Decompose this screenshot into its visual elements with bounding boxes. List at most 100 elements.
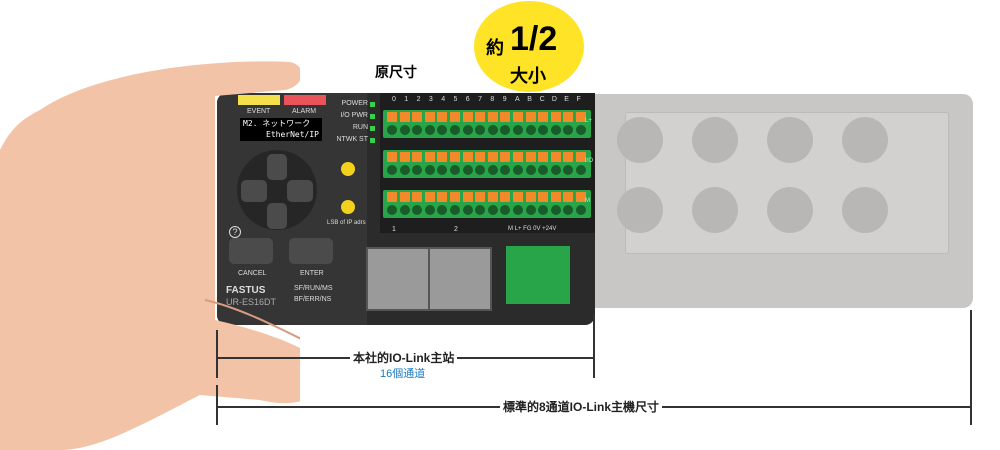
callout-suffix: 大小 bbox=[510, 66, 546, 86]
wire-hole bbox=[563, 165, 574, 175]
spring-release-pin[interactable] bbox=[399, 192, 410, 202]
spring-release-pin[interactable] bbox=[538, 112, 549, 122]
spring-release-pin[interactable] bbox=[475, 112, 486, 122]
spring-release-pin[interactable] bbox=[437, 112, 448, 122]
status-led-label: POWER bbox=[341, 100, 368, 107]
cancel-button[interactable] bbox=[229, 238, 273, 264]
spring-release-pin[interactable] bbox=[387, 192, 397, 202]
spring-release-pin[interactable] bbox=[525, 192, 536, 202]
spring-release-pin[interactable] bbox=[525, 112, 536, 122]
spring-release-pin[interactable] bbox=[437, 152, 448, 162]
wire-hole bbox=[500, 165, 511, 175]
wire-hole bbox=[487, 125, 498, 135]
spring-release-pin[interactable] bbox=[513, 192, 523, 202]
wire-hole bbox=[538, 165, 549, 175]
dim-tick-left-1 bbox=[216, 330, 218, 378]
channel-number: 3 bbox=[428, 96, 433, 103]
wire-hole bbox=[437, 125, 448, 135]
spring-release-pin[interactable] bbox=[475, 192, 486, 202]
wire-hole bbox=[487, 165, 498, 175]
wire-hole bbox=[550, 165, 561, 175]
spring-release-pin[interactable] bbox=[399, 152, 410, 162]
wire-hole bbox=[475, 165, 486, 175]
spring-release-pin[interactable] bbox=[500, 152, 511, 162]
spring-release-pin[interactable] bbox=[525, 152, 536, 162]
ethernet-port-1[interactable] bbox=[366, 247, 430, 311]
wire-hole bbox=[538, 205, 549, 215]
spring-release-pin[interactable] bbox=[513, 152, 523, 162]
cancel-label: CANCEL bbox=[238, 270, 267, 277]
spring-release-pin[interactable] bbox=[412, 192, 423, 202]
enter-label: ENTER bbox=[300, 270, 324, 277]
model-number: UR-ES16DT bbox=[226, 297, 277, 307]
spring-release-pin[interactable] bbox=[487, 192, 498, 202]
wire-hole bbox=[437, 165, 448, 175]
spring-release-pin[interactable] bbox=[462, 192, 473, 202]
standard-port-hole bbox=[617, 187, 663, 233]
spring-release-pin[interactable] bbox=[450, 152, 460, 162]
dim-tick-right-1 bbox=[593, 315, 595, 378]
spring-release-pin[interactable] bbox=[563, 152, 574, 162]
standard-port-hole bbox=[767, 117, 813, 163]
ethernet-port-2[interactable] bbox=[428, 247, 492, 311]
spring-release-pin[interactable] bbox=[437, 192, 448, 202]
half-size-callout bbox=[474, 1, 584, 92]
wire-hole bbox=[462, 165, 473, 175]
spring-release-pin[interactable] bbox=[550, 112, 561, 122]
spring-release-pin[interactable] bbox=[550, 152, 561, 162]
rotary-switch-msb[interactable] bbox=[341, 162, 355, 176]
spring-release-pin[interactable] bbox=[576, 192, 586, 202]
wire-hole bbox=[513, 205, 523, 215]
spring-release-pin[interactable] bbox=[475, 152, 486, 162]
standard-port-hole bbox=[842, 187, 888, 233]
dpad-down-button[interactable] bbox=[267, 203, 287, 229]
spring-release-pin[interactable] bbox=[450, 112, 460, 122]
switch-label: LSB of IP adrs bbox=[327, 220, 366, 226]
spring-release-pin[interactable] bbox=[500, 192, 511, 202]
spring-release-pin[interactable] bbox=[412, 112, 423, 122]
spring-release-pin[interactable] bbox=[412, 152, 423, 162]
wire-hole bbox=[563, 125, 574, 135]
spring-release-pin[interactable] bbox=[387, 112, 397, 122]
standard-port-hole bbox=[692, 187, 738, 233]
spring-release-pin[interactable] bbox=[576, 152, 586, 162]
power-connector[interactable] bbox=[506, 246, 570, 304]
spring-release-pin[interactable] bbox=[424, 192, 435, 202]
spring-release-pin[interactable] bbox=[563, 192, 574, 202]
wire-hole bbox=[450, 125, 460, 135]
spring-release-pin[interactable] bbox=[538, 152, 549, 162]
callout-ratio: 1/2 bbox=[510, 20, 558, 58]
spring-release-pin[interactable] bbox=[424, 152, 435, 162]
wire-hole bbox=[450, 165, 460, 175]
wire-hole bbox=[525, 125, 536, 135]
standard-port-hole bbox=[617, 117, 663, 163]
brand-logo: FASTUS bbox=[226, 285, 266, 296]
dpad-up-button[interactable] bbox=[267, 154, 287, 180]
spring-release-pin[interactable] bbox=[487, 112, 498, 122]
spring-release-pin[interactable] bbox=[500, 112, 511, 122]
spring-release-pin[interactable] bbox=[487, 152, 498, 162]
spring-release-pin[interactable] bbox=[424, 112, 435, 122]
spring-release-pin[interactable] bbox=[538, 192, 549, 202]
wire-hole bbox=[513, 165, 523, 175]
spring-release-pin[interactable] bbox=[513, 112, 523, 122]
spring-release-pin[interactable] bbox=[576, 112, 586, 122]
wire-hole bbox=[424, 125, 435, 135]
spring-release-pin[interactable] bbox=[563, 112, 574, 122]
spring-release-pin[interactable] bbox=[462, 112, 473, 122]
spring-release-pin[interactable] bbox=[550, 192, 561, 202]
display-line-1: M2. ネットワーク bbox=[243, 119, 311, 128]
spring-release-pin[interactable] bbox=[387, 152, 397, 162]
enter-button[interactable] bbox=[289, 238, 333, 264]
status-led-label: I/O PWR bbox=[340, 112, 368, 119]
status-led bbox=[370, 102, 375, 107]
spring-release-pin[interactable] bbox=[462, 152, 473, 162]
spring-release-pin[interactable] bbox=[450, 192, 460, 202]
dpad-right-button[interactable] bbox=[287, 180, 313, 202]
channel-number: D bbox=[551, 96, 557, 103]
rotary-switch-lsb[interactable] bbox=[341, 200, 355, 214]
dpad-left-button[interactable] bbox=[241, 180, 267, 202]
wire-hole bbox=[462, 125, 473, 135]
status-led-label: NTWK ST bbox=[336, 136, 369, 143]
spring-release-pin[interactable] bbox=[399, 112, 410, 122]
